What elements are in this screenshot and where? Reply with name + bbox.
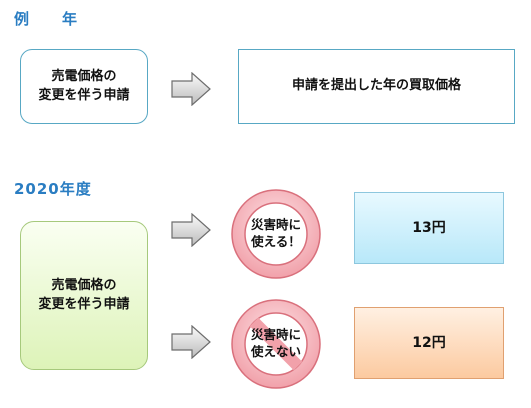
heading-2020: 2020年度 [14,180,92,198]
disaster-ok-line2: 使える！ [251,234,301,249]
example-left-line2: 変更を伴う申請 [38,87,130,103]
example-left-line1: 売電価格の [51,68,117,84]
ring-icon [231,189,321,279]
disaster-ng-circle: 災害時に 使えない [228,296,324,392]
prohibition-icon [231,299,321,389]
example-right-box: 申請を提出した年の買取価格 [238,49,515,124]
year2020-left-line2: 変更を伴う申請 [38,296,130,312]
heading-example-year: 例 年 [14,10,79,28]
example-right-label: 申請を提出した年の買取価格 [291,78,461,94]
example-left-box: 売電価格の 変更を伴う申請 [20,49,148,124]
price-ok-box: 13円 [354,192,504,264]
arrow-right-icon [171,72,211,106]
disaster-ng-line1: 災害時に [250,327,301,343]
price-ok-label: 13円 [412,219,446,236]
disaster-ok-line1: 災害時に [250,217,301,233]
disaster-ok-circle: 災害時に 使える！ [228,186,324,282]
arrow-right-icon [171,325,211,359]
year2020-left-box: 売電価格の 変更を伴う申請 [20,221,148,370]
year2020-left-line1: 売電価格の [51,277,117,293]
disaster-ng-line2: 使えない [250,344,301,359]
price-ng-label: 12円 [412,334,446,351]
arrow-right-icon [171,213,211,247]
price-ng-box: 12円 [354,307,504,379]
